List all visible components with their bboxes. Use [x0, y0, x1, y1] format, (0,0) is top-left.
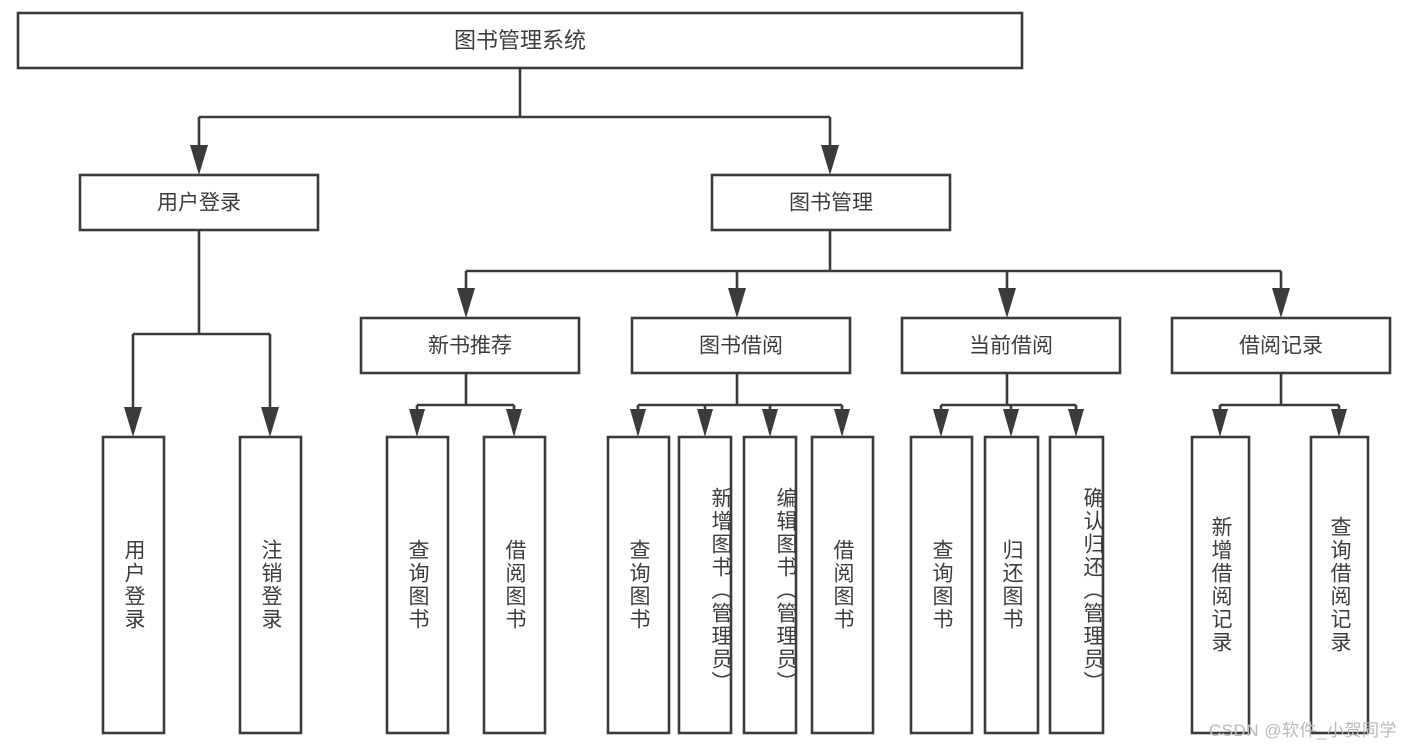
- arrow-head-leaf-query-book-borrow: [630, 409, 646, 437]
- arrow-head-leaf-user-logout: [261, 407, 279, 437]
- arrow-head-current-borrow: [998, 288, 1016, 318]
- arrow-head-leaf-query-book-rec: [409, 409, 425, 437]
- node-user-login-label: 用户登录: [157, 192, 241, 215]
- arrow-head-book-management: [821, 145, 839, 175]
- node-leaf-query-book-rec-box[interactable]: [385, 435, 450, 735]
- arrow-head-leaf-borrow-book-rec: [506, 409, 522, 437]
- node-layer: 图书管理系统 用户登录 图书管理 新书推荐 图书借阅 当前借阅 借阅记录: [16, 11, 1392, 735]
- watermark-text: CSDN @软件_小贺同学: [1208, 721, 1397, 740]
- arrow-head-leaf-user-login: [124, 407, 142, 437]
- node-leaf-query-book-borrow-box[interactable]: [606, 435, 671, 735]
- node-leaf-user-login-box[interactable]: [101, 435, 166, 735]
- node-leaf-add-book-admin-box[interactable]: [677, 435, 733, 735]
- node-leaf-query-book-current-box[interactable]: [909, 435, 974, 735]
- arrow-head-leaf-edit-book-admin: [762, 409, 778, 437]
- arrow-head-new-book-recommend: [457, 288, 475, 318]
- node-current-borrow-box[interactable]: [900, 316, 1122, 375]
- node-user-login-box[interactable]: [78, 173, 320, 232]
- node-leaf-add-borrow-record-box[interactable]: [1190, 435, 1251, 735]
- arrow-head-user-login: [190, 145, 208, 175]
- node-new-book-recommend-label: 新书推荐: [428, 335, 512, 358]
- node-leaf-query-borrow-record-box[interactable]: [1309, 435, 1370, 735]
- node-leaf-edit-book-admin-box[interactable]: [742, 435, 798, 735]
- node-leaf-user-logout-box[interactable]: [238, 435, 303, 735]
- node-root-label: 图书管理系统: [454, 28, 586, 53]
- node-book-borrow-label: 图书借阅: [699, 335, 783, 358]
- arrow-head-leaf-borrow-book: [834, 409, 850, 437]
- node-current-borrow-label: 当前借阅: [969, 335, 1053, 358]
- node-borrow-record-label: 借阅记录: [1239, 335, 1323, 358]
- node-borrow-record-box[interactable]: [1170, 316, 1392, 375]
- arrow-head-leaf-add-borrow-record: [1212, 409, 1228, 437]
- arrow-head-leaf-query-book-current: [933, 409, 949, 437]
- connector-layer: [124, 68, 1347, 437]
- node-book-management-box[interactable]: [710, 173, 952, 232]
- arrow-head-leaf-confirm-return-admin: [1068, 409, 1084, 437]
- node-leaf-borrow-book-rec-box[interactable]: [482, 435, 547, 735]
- arrow-head-borrow-record: [1272, 288, 1290, 318]
- arrow-head-leaf-return-book: [1003, 409, 1019, 437]
- node-new-book-recommend-box[interactable]: [359, 316, 581, 375]
- arrow-head-book-borrow: [728, 288, 746, 318]
- node-leaf-return-book-box[interactable]: [983, 435, 1040, 735]
- node-leaf-borrow-book-box[interactable]: [810, 435, 875, 735]
- node-book-borrow-box[interactable]: [630, 316, 852, 375]
- node-book-management-label: 图书管理: [789, 192, 873, 215]
- arrow-head-leaf-add-book-admin: [697, 409, 713, 437]
- node-leaf-confirm-return-admin-box[interactable]: [1048, 435, 1105, 735]
- arrow-head-leaf-query-borrow-record: [1331, 409, 1347, 437]
- node-root-box[interactable]: [16, 11, 1024, 70]
